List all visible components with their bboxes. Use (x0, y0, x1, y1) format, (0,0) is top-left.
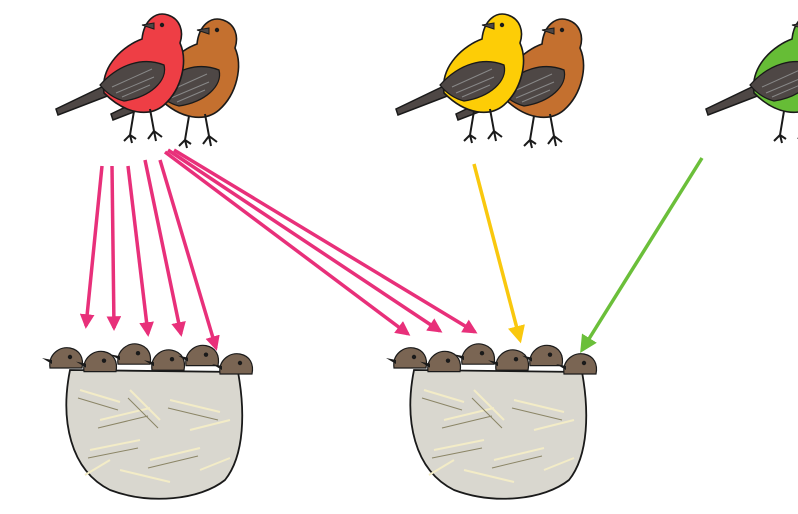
bird-icon (706, 14, 798, 143)
arrow (174, 150, 475, 332)
arrow (145, 160, 181, 334)
chick-icon (386, 348, 427, 368)
chick-icon (42, 348, 83, 368)
arrow (128, 166, 148, 334)
nest-icon (410, 370, 586, 499)
nest-right (386, 344, 597, 499)
arrow (86, 166, 102, 326)
arrow (582, 158, 702, 350)
bird-single-green (706, 14, 798, 143)
nest-left (42, 344, 253, 499)
nest-icon (66, 370, 242, 499)
arrow (165, 152, 408, 334)
arrow (168, 150, 440, 331)
bird-icon (56, 14, 183, 143)
arrows-yellow (474, 164, 520, 340)
arrows-pink (86, 150, 475, 348)
arrows-green (582, 158, 702, 350)
arrow (160, 160, 216, 348)
bird-pair-yellow-orange (396, 14, 583, 148)
arrow (474, 164, 520, 340)
bird-icon (396, 14, 523, 143)
arrow (112, 166, 114, 328)
bird-pair-red-orange (56, 14, 238, 148)
